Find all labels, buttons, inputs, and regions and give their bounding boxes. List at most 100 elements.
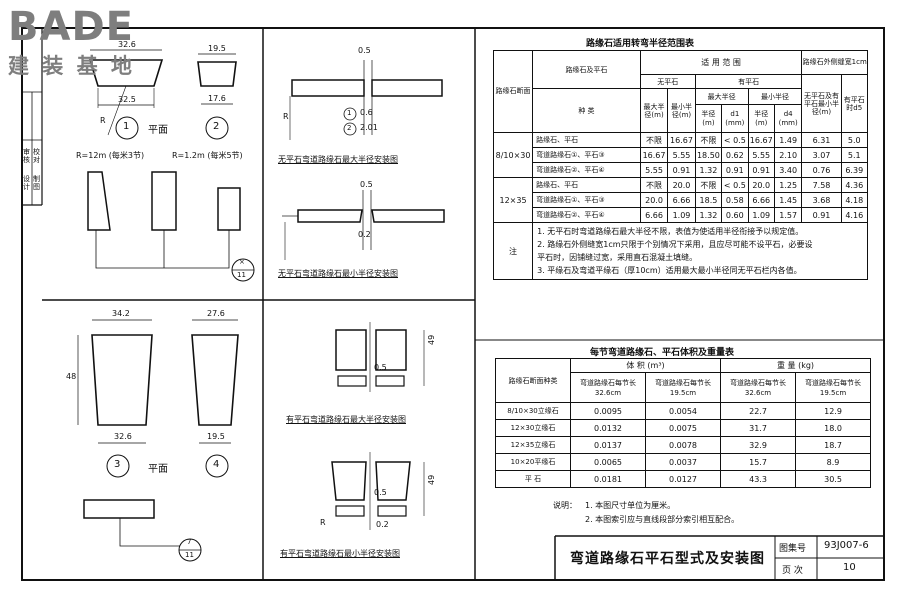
mid-circle-1: 1 bbox=[347, 109, 352, 117]
row-value-cell: 1.49 bbox=[773, 132, 803, 148]
dim-32-6-top: 32.6 bbox=[118, 40, 136, 49]
th2-vol-19-5: 弯道路缘石每节长19.5cm bbox=[644, 372, 722, 403]
curb-stone-4-plan bbox=[191, 319, 239, 478]
row-value-cell: 1.57 bbox=[773, 207, 803, 223]
th-type-bottom: 种 类 bbox=[532, 88, 641, 133]
curb-elevations-top bbox=[87, 171, 255, 282]
th2-vol-32-6: 弯道路缘石每节长32.6cm bbox=[570, 372, 646, 403]
with-flat-max-radius-detail bbox=[335, 322, 425, 392]
circle-2-label: 2 bbox=[213, 121, 220, 132]
row2-value-cell: 0.0137 bbox=[570, 436, 646, 454]
row-value-cell: 不限 bbox=[639, 132, 669, 148]
row-value-cell: 0.91 bbox=[721, 162, 749, 178]
th2-wt-32-6: 弯道路缘石每节长32.6cm bbox=[720, 372, 797, 403]
dim-49-b: 49 bbox=[427, 474, 436, 485]
row2-value-cell: 0.0037 bbox=[644, 453, 722, 471]
note-label: 注 bbox=[492, 222, 534, 280]
page-label: 页 次 bbox=[782, 566, 803, 576]
mid-bottom-r-label: R bbox=[320, 518, 326, 527]
row2-value-cell: 0.0078 bbox=[644, 436, 722, 454]
turning-radius-table: 路缘石断面 路缘石及平石 适 用 范 围 路缘石外侧缝宽1cm 无平石 有平石 … bbox=[492, 50, 869, 280]
page-value: 10 bbox=[843, 562, 856, 573]
row-value-cell: 3.07 bbox=[801, 147, 842, 163]
strip-check: 校对 bbox=[33, 148, 40, 164]
curb-stone-1-plan bbox=[88, 49, 164, 140]
dim-0-2-top: 0.2 bbox=[358, 230, 371, 239]
row-value-cell: 5.0 bbox=[840, 132, 869, 148]
row2-value-cell: 22.7 bbox=[720, 402, 797, 420]
row-value-cell: 0.91 bbox=[747, 162, 775, 178]
row-value-cell: 0.58 bbox=[721, 192, 749, 208]
row-value-cell: 7.58 bbox=[801, 177, 842, 193]
row-type-cell: 路缘石、平石 bbox=[532, 177, 641, 193]
ref-top-7: 7 bbox=[187, 538, 192, 546]
row-value-cell: 1.45 bbox=[773, 192, 803, 208]
row-type-cell: 弯道路缘石②、平石④ bbox=[532, 207, 641, 223]
circle-1-label: 1 bbox=[123, 121, 130, 132]
row2-value-cell: 0.0181 bbox=[570, 470, 646, 488]
watermark-subtitle: 建 装 基 地 bbox=[8, 54, 135, 78]
th2-type: 路缘石断面种类 bbox=[495, 358, 571, 403]
dim-19-5-top: 19.5 bbox=[208, 44, 226, 53]
row2-type-cell: 平 石 bbox=[495, 470, 571, 488]
row-value-cell: 0.62 bbox=[721, 147, 749, 163]
drawing-title: 弯道路缘石平石型式及安装图 bbox=[570, 551, 765, 567]
row-value-cell: 18.50 bbox=[694, 147, 723, 163]
row-value-cell: 1.09 bbox=[747, 207, 775, 223]
strip-review: 审核 bbox=[23, 148, 30, 164]
row-value-cell: 16.67 bbox=[667, 132, 696, 148]
th2-wt-19-5: 弯道路缘石每节长19.5cm bbox=[795, 372, 872, 403]
row2-value-cell: 0.0075 bbox=[644, 419, 722, 437]
dim-32-6-bottom: 32.6 bbox=[114, 432, 132, 441]
notes-label: 说明： bbox=[553, 501, 577, 510]
curb-stone-3-plan bbox=[77, 319, 153, 478]
dim-49-a: 49 bbox=[427, 334, 436, 345]
circle-4-label: 4 bbox=[213, 459, 220, 470]
no-flat-max-radius-detail bbox=[289, 60, 443, 140]
caption-with-flat-min: 有平石弯道路缘石最小半径安装图 bbox=[280, 549, 400, 558]
watermark-brand: BADE bbox=[8, 4, 134, 50]
dim-0-5-c: 0.5 bbox=[374, 363, 387, 372]
row-value-cell: 2.10 bbox=[773, 147, 803, 163]
row-type-cell: 路缘石、平石 bbox=[532, 132, 641, 148]
row-value-cell: < 0.5 bbox=[721, 177, 749, 193]
row-value-cell: 0.91 bbox=[667, 162, 696, 178]
row-value-cell: 6.66 bbox=[639, 207, 669, 223]
row2-type-cell: 8/10×30立缘石 bbox=[495, 402, 571, 420]
mid-r-label: R bbox=[283, 112, 289, 121]
row-value-cell: 不限 bbox=[694, 177, 723, 193]
row-value-cell: 1.25 bbox=[773, 177, 803, 193]
row-value-cell: 5.55 bbox=[667, 147, 696, 163]
th-outer-min-radius: 无平石及有平石最小半径(m) bbox=[801, 74, 842, 133]
table2-title: 每节弯道路缘石、平石体积及重量表 bbox=[590, 348, 735, 358]
row-value-cell: 4.36 bbox=[840, 177, 869, 193]
with-flat-min-radius-detail bbox=[331, 452, 425, 530]
ref-top-x: × bbox=[239, 258, 245, 266]
row-value-cell: 0.60 bbox=[721, 207, 749, 223]
row2-value-cell: 0.0065 bbox=[570, 453, 646, 471]
th-section: 路缘石断面 bbox=[492, 50, 534, 133]
row2-value-cell: 0.0054 bbox=[644, 402, 722, 420]
caption-no-flat-max: 无平石弯道路缘石最大半径安装图 bbox=[278, 155, 398, 164]
ref-bottom-11-top: 11 bbox=[237, 271, 246, 279]
th-no-flat-min: 最小半径(m) bbox=[667, 88, 696, 133]
row-value-cell: 6.31 bbox=[801, 132, 842, 148]
dim-0-6: 0.6 bbox=[360, 108, 373, 117]
dim-0-5-b: 0.5 bbox=[360, 180, 373, 189]
row-value-cell: 3.68 bbox=[801, 192, 842, 208]
row-value-cell: 6.39 bbox=[840, 162, 869, 178]
row-value-cell: 6.66 bbox=[747, 192, 775, 208]
row-value-cell: 20.0 bbox=[667, 177, 696, 193]
caption-with-flat-max: 有平石弯道路缘石最大半径安装图 bbox=[286, 415, 406, 424]
row-type-cell: 弯道路缘石①、平石③ bbox=[532, 147, 641, 163]
row-value-cell: 3.40 bbox=[773, 162, 803, 178]
row-value-cell: 5.55 bbox=[639, 162, 669, 178]
atlas-value: 93J007-6 bbox=[824, 540, 869, 551]
row2-value-cell: 30.5 bbox=[795, 470, 872, 488]
